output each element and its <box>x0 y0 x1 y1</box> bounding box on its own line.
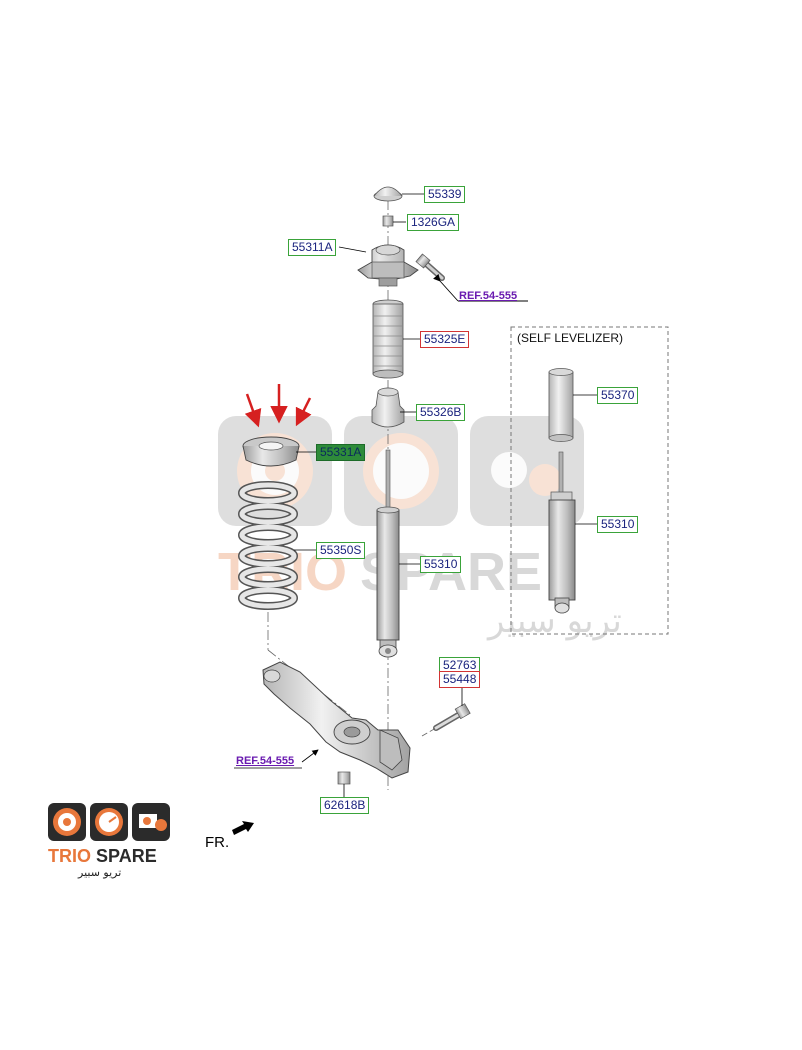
lower-bolt-part <box>433 703 471 731</box>
levelizer-shock-part <box>548 451 576 614</box>
label-55339[interactable]: 55339 <box>424 186 466 203</box>
lower-arm-part <box>262 661 411 779</box>
label-55331a-highlighted[interactable]: 55331A <box>316 444 366 461</box>
label-55311a[interactable]: 55311A <box>288 239 337 256</box>
logo <box>48 803 170 841</box>
label-55325e[interactable]: 55325E <box>420 331 470 348</box>
logo-brand-text: TRIO SPARE <box>48 846 157 867</box>
nut-part <box>382 215 394 227</box>
bump-stopper-part <box>371 387 405 428</box>
self-levelizer-box <box>510 326 669 635</box>
red-arrow-icon <box>244 384 312 428</box>
self-levelizer-title: (SELF LEVELIZER) <box>517 331 624 345</box>
dust-cap-part <box>373 186 403 202</box>
label-55448[interactable]: 55448 <box>439 671 481 688</box>
front-direction-arrow-icon <box>232 821 254 835</box>
shock-absorber-part <box>376 449 400 658</box>
front-direction-label: FR. <box>205 834 230 851</box>
logo-brand-trio: TRIO <box>48 846 91 866</box>
ref-link-top[interactable]: REF.54-555 <box>459 290 518 302</box>
label-55350s[interactable]: 55350S <box>316 542 366 559</box>
watermark-brand-arabic: تريو سبير <box>486 601 622 641</box>
logo-brand-arabic: تريو سبير <box>78 866 122 879</box>
ref-link-bottom[interactable]: REF.54-555 <box>236 755 295 767</box>
mount-bolt-part <box>415 253 445 281</box>
strut-mount-part <box>357 244 419 287</box>
label-55370[interactable]: 55370 <box>597 387 639 404</box>
label-55326b[interactable]: 55326B <box>416 404 466 421</box>
coil-spring-part <box>238 481 298 610</box>
dust-boot-part <box>372 299 404 379</box>
lower-nut-part <box>337 771 351 785</box>
watermark-speedometer-icon <box>344 416 458 526</box>
logo-brand-spare: SPARE <box>96 846 157 866</box>
levelizer-boot-part <box>548 368 574 442</box>
label-1326ga[interactable]: 1326GA <box>407 214 460 231</box>
spring-pad-part <box>242 436 300 467</box>
leader-lines <box>234 193 597 769</box>
label-55310-levelizer[interactable]: 55310 <box>597 516 639 533</box>
label-55310[interactable]: 55310 <box>420 556 462 573</box>
label-62618b[interactable]: 62618B <box>320 797 370 814</box>
